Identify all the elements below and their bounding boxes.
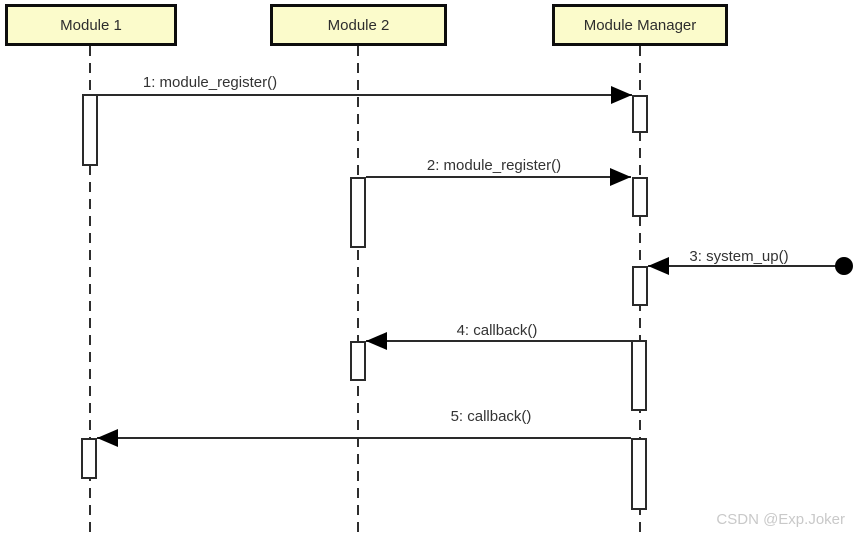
activation-bar-module-1-msg1 [82,94,98,166]
activation-bar-module-1-msg5 [81,438,97,479]
message-1-arrowhead-icon [611,86,632,104]
message-4-line [366,340,631,342]
activation-bar-module-2-msg2 [350,177,366,248]
lifeline-header-module-1: Module 1 [5,4,177,46]
message-5-line [97,437,631,439]
message-3-arrowhead-icon [648,257,669,275]
watermark-text: CSDN @Exp.Joker [716,511,845,528]
lifeline-module-2 [357,46,359,539]
activation-bar-manager-msg1 [632,95,648,133]
message-3-label: 3: system_up() [689,248,789,265]
activation-bar-module-2-msg4 [350,341,366,381]
message-1-label: 1: module_register() [142,74,278,91]
activation-bar-manager-msg3 [632,266,648,306]
message-3-line [648,265,844,267]
activation-bar-manager-msg4 [631,340,647,411]
message-5-arrowhead-icon [97,429,118,447]
lifeline-header-module-manager: Module Manager [552,4,728,46]
message-2-line [366,176,631,178]
found-message-dot-icon [835,257,853,275]
message-2-label: 2: module_register() [426,157,562,174]
message-2-arrowhead-icon [610,168,631,186]
message-5-label: 5: callback() [450,408,532,425]
message-4-label: 4: callback() [456,322,538,339]
lifeline-module-1 [89,46,91,539]
lifeline-header-module-2: Module 2 [270,4,447,46]
lifeline-label-module-1: Module 1 [60,16,122,34]
message-1-line [98,94,632,96]
lifeline-label-module-2: Module 2 [327,16,390,34]
activation-bar-manager-msg5 [631,438,647,510]
activation-bar-manager-msg2 [632,177,648,217]
message-4-arrowhead-icon [366,332,387,350]
lifeline-label-module-manager: Module Manager [583,16,697,34]
